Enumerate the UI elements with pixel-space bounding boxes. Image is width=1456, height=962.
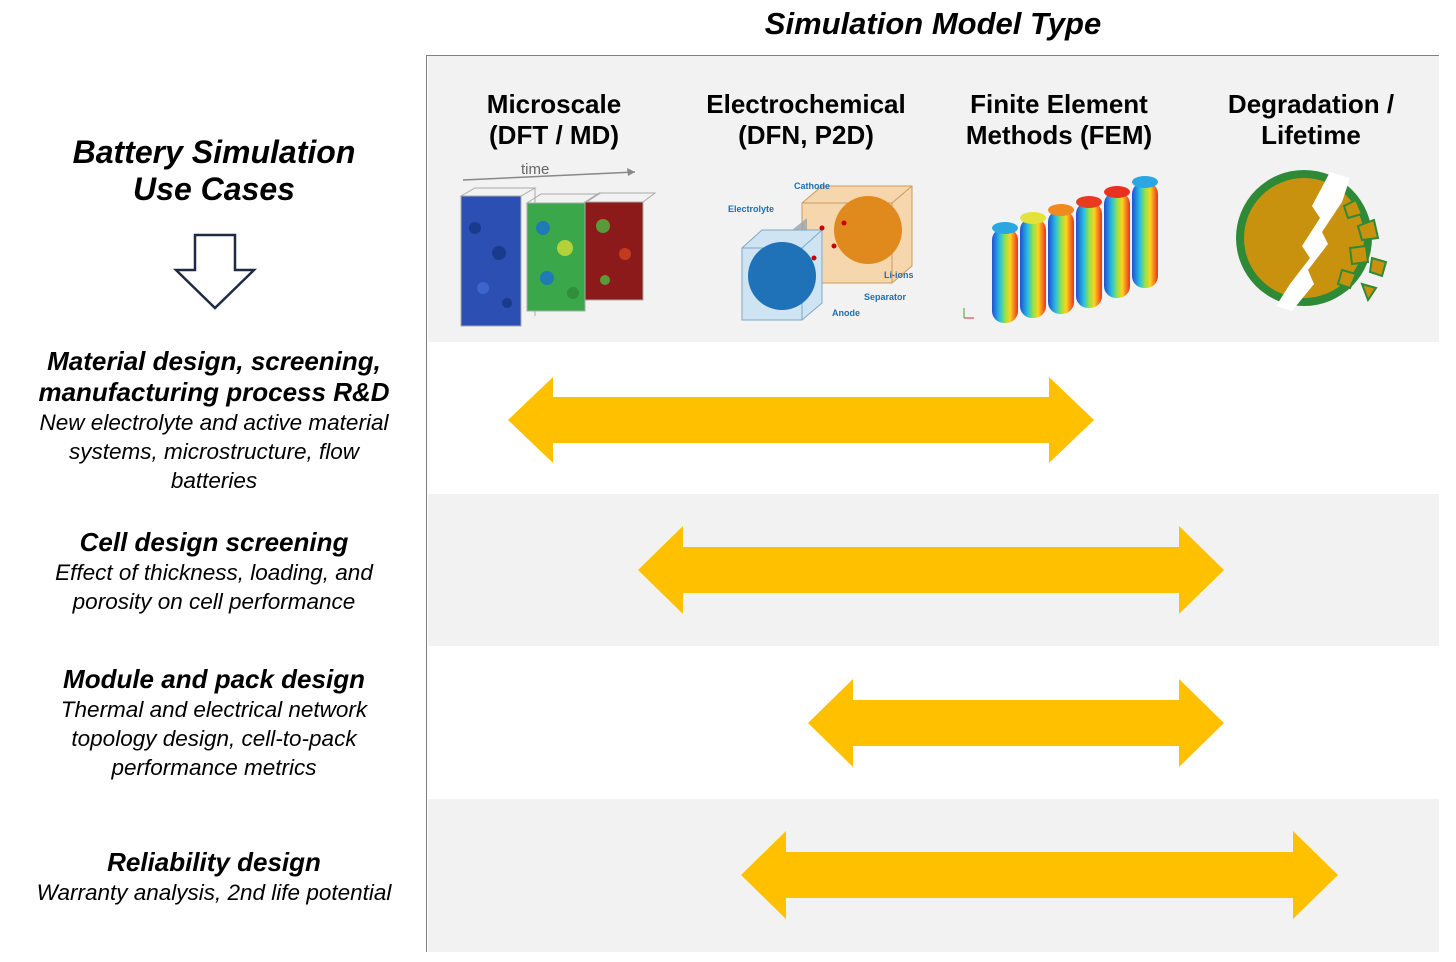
- li-ions-label: Li-ions: [884, 270, 914, 280]
- time-label: time: [521, 161, 549, 178]
- range-arrow-cell-design: [638, 526, 1224, 614]
- electrochemical-cell-image: Cathode Electrolyte Li-ions Separator An…: [728, 181, 914, 321]
- use-case-description: batteries: [170, 468, 258, 493]
- use-case-title: Material design, screening,: [47, 346, 381, 376]
- model-header-line: Lifetime: [1261, 120, 1361, 150]
- use-case-description: porosity on cell performance: [72, 589, 356, 614]
- use-case-description: Warranty analysis, 2nd life potential: [36, 880, 392, 905]
- cathode-label: Cathode: [794, 181, 830, 191]
- use-case-cell-design: Cell design screening Effect of thicknes…: [0, 527, 428, 616]
- use-case-description: Thermal and electrical network: [60, 697, 368, 722]
- model-header-microscale: Microscale (DFT / MD): [424, 89, 684, 151]
- left-column-title: Battery Simulation Use Cases: [0, 134, 428, 208]
- model-header-line: Degradation /: [1227, 89, 1395, 119]
- anode-label: Anode: [832, 308, 860, 318]
- use-case-description: New electrolyte and active material: [39, 410, 389, 435]
- model-header-line: (DFN, P2D): [738, 120, 874, 150]
- separator-label: Separator: [864, 292, 907, 302]
- left-title-line: Battery Simulation: [72, 134, 356, 170]
- left-title-line: Use Cases: [133, 171, 295, 207]
- use-case-description: Effect of thickness, loading, and: [55, 560, 373, 585]
- down-arrow-icon: [172, 233, 258, 310]
- use-case-description: performance metrics: [111, 755, 317, 780]
- range-arrow-material-design: [508, 377, 1094, 463]
- fem-cell-array-image: [963, 176, 1158, 323]
- model-header-line: Electrochemical: [706, 89, 906, 119]
- use-case-reliability: Reliability design Warranty analysis, 2n…: [0, 847, 428, 907]
- grid-frame: [426, 55, 1439, 952]
- model-header-line: Microscale: [486, 89, 622, 119]
- use-case-material-design: Material design, screening, manufacturin…: [0, 346, 428, 495]
- model-header-line: Finite Element: [970, 89, 1148, 119]
- use-case-module-pack: Module and pack design Thermal and elect…: [0, 664, 428, 782]
- diagram-title: Simulation Model Type: [764, 6, 1102, 41]
- range-arrow-reliability: [741, 831, 1338, 919]
- model-header-line: (DFT / MD): [489, 120, 619, 150]
- use-case-title: manufacturing process R&D: [38, 377, 390, 407]
- use-case-description: systems, microstructure, flow: [68, 439, 360, 464]
- use-case-title: Module and pack design: [63, 664, 365, 694]
- model-header-degradation: Degradation / Lifetime: [1181, 89, 1441, 151]
- use-case-title: Reliability design: [107, 847, 321, 877]
- electrolyte-label: Electrolyte: [728, 204, 774, 214]
- range-arrow-module-pack: [808, 679, 1224, 767]
- microscale-structure-image: time: [459, 161, 657, 327]
- use-case-title: Cell design screening: [79, 527, 349, 557]
- degradation-particle-image: [1236, 170, 1388, 311]
- model-header-fem: Finite Element Methods (FEM): [929, 89, 1189, 151]
- model-header-electrochemical: Electrochemical (DFN, P2D): [676, 89, 936, 151]
- use-case-description: topology design, cell-to-pack: [71, 726, 357, 751]
- model-header-line: Methods (FEM): [965, 120, 1153, 150]
